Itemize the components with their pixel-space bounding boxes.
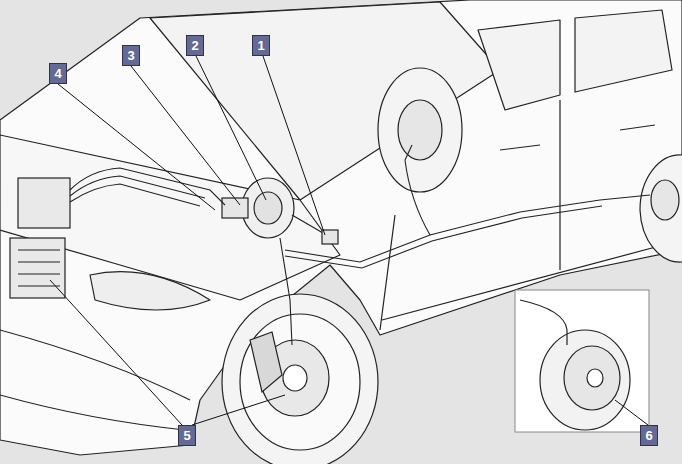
callout-number: 1 <box>252 35 270 56</box>
callout-number: 3 <box>122 45 140 66</box>
callout-number: 2 <box>186 35 204 56</box>
callout-number: 4 <box>49 63 67 84</box>
callout-number: 6 <box>640 425 658 446</box>
callout-number: 5 <box>178 425 196 446</box>
